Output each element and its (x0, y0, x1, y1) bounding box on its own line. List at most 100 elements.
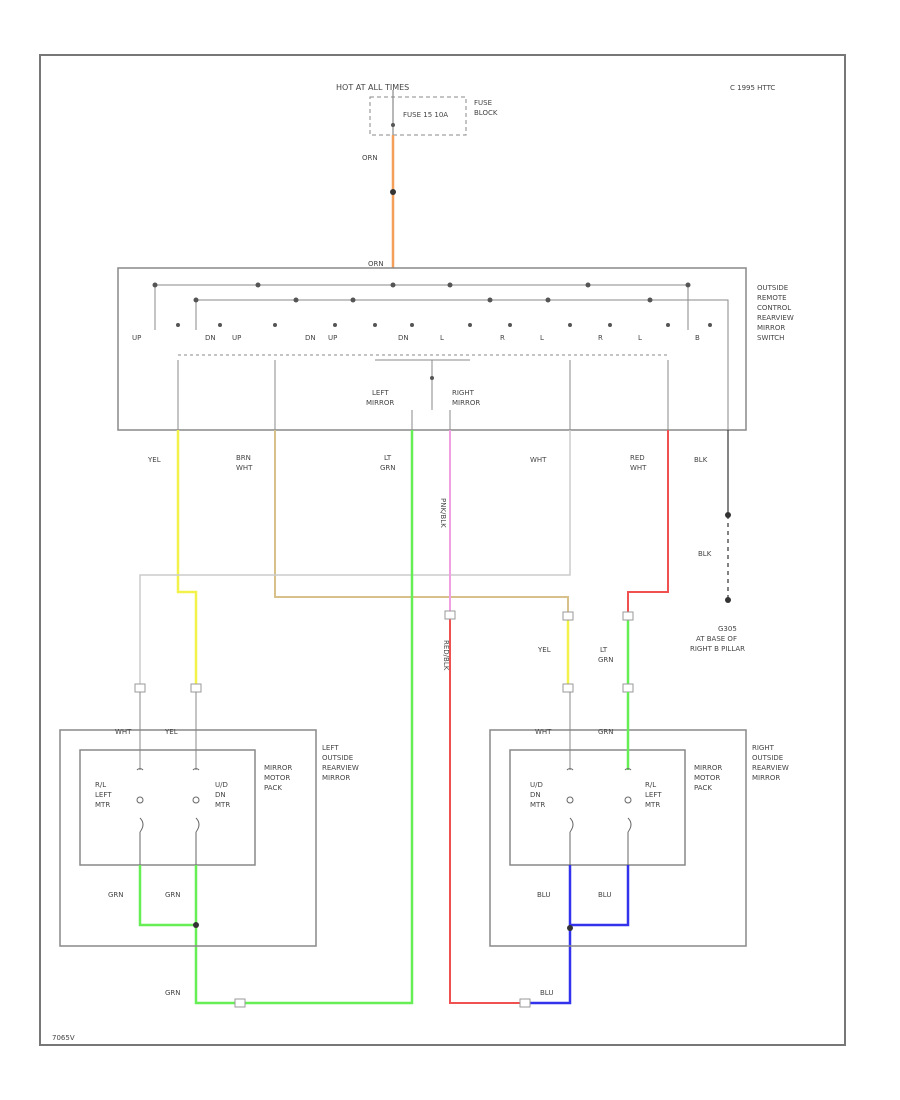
terminal-dn-2: DN (305, 334, 316, 342)
left-grn-splice (193, 922, 199, 928)
switch-title-5: MIRROR (757, 324, 785, 332)
left-top-wire-yel: YEL (164, 728, 178, 736)
blu-bottom-label: BLU (540, 989, 553, 997)
right-top-wire-grn: GRN (598, 728, 614, 736)
right-blu-splice (567, 925, 573, 931)
footer-code: 7065V (52, 1034, 75, 1042)
left-grn-label-a: GRN (108, 891, 124, 899)
orn-splice (390, 189, 396, 195)
left-motor-a-3: MTR (95, 801, 110, 809)
brn-wht-label-1: BRN (236, 454, 251, 462)
right-blu-label-b: BLU (598, 891, 611, 899)
wht-wire (139, 430, 571, 688)
brn-wht-wire (274, 430, 569, 688)
red-wht-label-1: RED (630, 454, 645, 462)
yel-right-label: YEL (537, 646, 551, 654)
lt-grn-right-label-2: GRN (598, 656, 614, 664)
red-wht-label-2: WHT (630, 464, 647, 472)
left-mirror-label-c: REARVIEW (322, 764, 359, 772)
lt-grn-label-1: LT (384, 454, 392, 462)
switch-title-1: OUTSIDE (757, 284, 788, 292)
red-wht-wire (627, 430, 669, 612)
mirror-switch-box (117, 267, 747, 431)
right-motor-b-3: MTR (645, 801, 660, 809)
left-mirror-label-1: LEFT (372, 389, 389, 397)
right-mirror-label-1: RIGHT (452, 389, 475, 397)
left-top-wire-wht: WHT (115, 728, 132, 736)
switch-title-3: CONTROL (757, 304, 791, 312)
terminal-up-1: UP (132, 334, 141, 342)
terminal-b: B (695, 334, 700, 342)
left-motor-a-1: R/L (95, 781, 106, 789)
fuse-block-label-1: FUSE (474, 99, 492, 107)
right-pack-label-3: PACK (694, 784, 712, 792)
left-mirror-label-2: MIRROR (366, 399, 394, 407)
pnk-blk-label: PNK/BLK (439, 498, 447, 528)
left-motor-pack-box (79, 749, 256, 866)
fuse-block-box (369, 96, 467, 136)
left-motor-symbols (136, 768, 200, 925)
left-pack-label-1: MIRROR (264, 764, 292, 772)
terminal-up-3: UP (328, 334, 337, 342)
right-motor-a-3: MTR (530, 801, 545, 809)
lt-grn-right-label-1: LT (600, 646, 608, 654)
wht-wire-label: WHT (530, 456, 547, 464)
right-motor-a-2: DN (530, 791, 541, 799)
left-pack-label-2: MOTOR (264, 774, 290, 782)
right-top-wire-wht: WHT (535, 728, 552, 736)
red-blk-label: RED/BLK (442, 640, 450, 671)
terminal-r-1: R (500, 334, 505, 342)
right-motor-pack-box (509, 749, 686, 866)
right-pack-label-2: MOTOR (694, 774, 720, 782)
right-mirror-label-2: MIRROR (452, 399, 480, 407)
blu-wire-bottom (527, 930, 572, 1005)
blk-splice (725, 512, 731, 518)
left-mirror-box (59, 729, 317, 947)
right-blu-jumper (570, 865, 630, 927)
right-mirror-box (489, 729, 747, 947)
diagram-frame (39, 54, 846, 1046)
right-motor-b-2: LEFT (645, 791, 662, 799)
switch-bus-lower (195, 299, 729, 330)
blk-wire-label: BLK (694, 456, 708, 464)
fuse-node (391, 123, 395, 127)
lt-grn-label-2: GRN (380, 464, 396, 472)
terminal-l-1: L (440, 334, 444, 342)
grn-bottom-label: GRN (165, 989, 181, 997)
red-blk-wire (449, 612, 527, 1004)
right-mirror-label-b: OUTSIDE (752, 754, 783, 762)
terminal-r-2: R (598, 334, 603, 342)
yel-wire-left (176, 430, 198, 688)
switch-title-4: REARVIEW (757, 314, 794, 322)
right-motor-b-1: R/L (645, 781, 656, 789)
terminal-dn-3: DN (398, 334, 409, 342)
right-mirror-label-a: RIGHT (752, 744, 775, 752)
switch-bus-upper (154, 284, 689, 330)
terminal-l-3: L (638, 334, 642, 342)
yel-wire-label: YEL (147, 456, 161, 464)
connector-markers (134, 610, 634, 1008)
left-mirror-label-b: OUTSIDE (322, 754, 353, 762)
hot-at-all-times-label: HOT AT ALL TIMES (336, 83, 409, 92)
left-mirror-label-a: LEFT (322, 744, 339, 752)
left-motor-b-1: U/D (215, 781, 228, 789)
terminal-l-2: L (540, 334, 544, 342)
left-grn-label-b: GRN (165, 891, 181, 899)
right-pack-label-1: MIRROR (694, 764, 722, 772)
right-mirror-label-d: MIRROR (752, 774, 780, 782)
right-blu-label-a: BLU (537, 891, 550, 899)
ground-label-3: RIGHT B PILLAR (690, 645, 745, 653)
fuse-block-label-2: BLOCK (474, 109, 498, 117)
switch-title-6: SWITCH (757, 334, 784, 342)
fuse-label: FUSE 15 10A (403, 111, 448, 119)
switch-title-2: REMOTE (757, 294, 787, 302)
orn-label-top: ORN (362, 154, 378, 162)
selector-node (430, 376, 434, 380)
left-motor-a-2: LEFT (95, 791, 112, 799)
switch-top-wire-label: ORN (368, 260, 384, 268)
switch-contacts (152, 282, 712, 327)
terminal-up-2: UP (232, 334, 241, 342)
left-mirror-label-d: MIRROR (322, 774, 350, 782)
right-motor-symbols (566, 768, 632, 833)
